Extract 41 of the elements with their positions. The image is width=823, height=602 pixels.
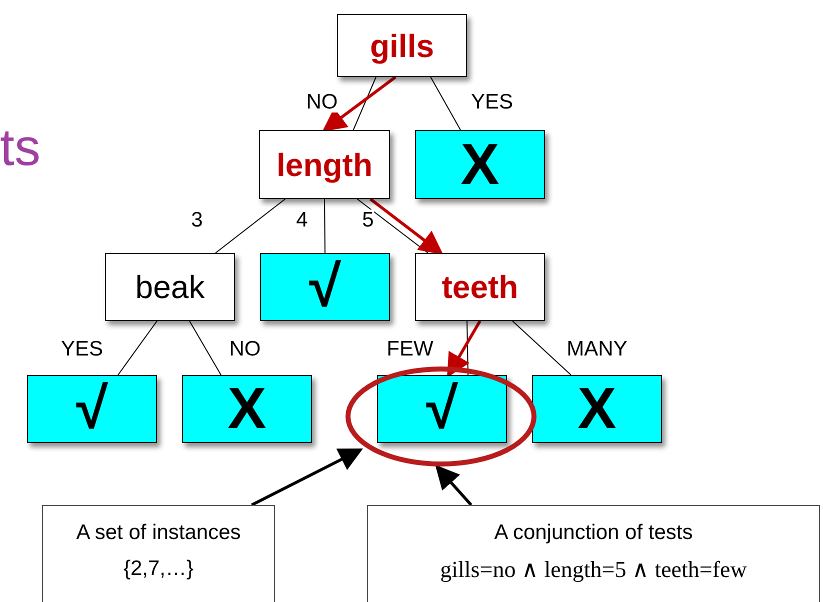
note-box bbox=[42, 505, 275, 602]
attribute-name: gills bbox=[370, 30, 434, 62]
branch-line bbox=[189, 320, 222, 376]
leaf-mark: √ bbox=[309, 258, 341, 316]
note-text: gills=no ∧ length=5 ∧ teeth=few bbox=[440, 556, 747, 584]
branch-line bbox=[215, 198, 286, 254]
branch-line bbox=[356, 198, 428, 254]
leaf-box bbox=[182, 375, 312, 443]
arrow bbox=[322, 76, 396, 132]
leaf-box bbox=[260, 253, 390, 321]
leaf-box bbox=[415, 130, 545, 199]
branch-line bbox=[352, 76, 376, 130]
branch-line bbox=[512, 320, 572, 376]
test-box bbox=[337, 14, 467, 77]
test-box bbox=[105, 253, 235, 321]
note-heading: A set of instances bbox=[76, 520, 241, 546]
note-text: {2,7,…} bbox=[123, 556, 194, 582]
note-box bbox=[367, 505, 820, 602]
attribute-name: teeth bbox=[442, 271, 518, 303]
attribute-name: length bbox=[276, 148, 372, 180]
leaf-mark: X bbox=[578, 380, 616, 438]
test-box bbox=[259, 130, 390, 199]
leaf-mark: X bbox=[228, 380, 266, 438]
arrow bbox=[435, 464, 472, 506]
test-box bbox=[415, 253, 545, 321]
leaf-mark: X bbox=[460, 136, 500, 194]
leaf-box bbox=[532, 375, 662, 443]
branch-line bbox=[118, 320, 158, 376]
arrow bbox=[447, 320, 482, 378]
note-heading: A conjunction of tests bbox=[494, 520, 693, 546]
arrow bbox=[251, 448, 364, 506]
branch-line bbox=[324, 198, 326, 254]
leaf-mark: √ bbox=[426, 380, 458, 438]
branch-line bbox=[466, 320, 468, 376]
leaf-mark: √ bbox=[76, 380, 108, 438]
branch-line bbox=[430, 76, 461, 130]
title-fragment: ts bbox=[0, 122, 40, 174]
arrow bbox=[369, 198, 444, 255]
attribute-name: beak bbox=[135, 271, 205, 303]
edge-label: NO bbox=[306, 92, 338, 112]
leaf-box bbox=[27, 375, 157, 443]
